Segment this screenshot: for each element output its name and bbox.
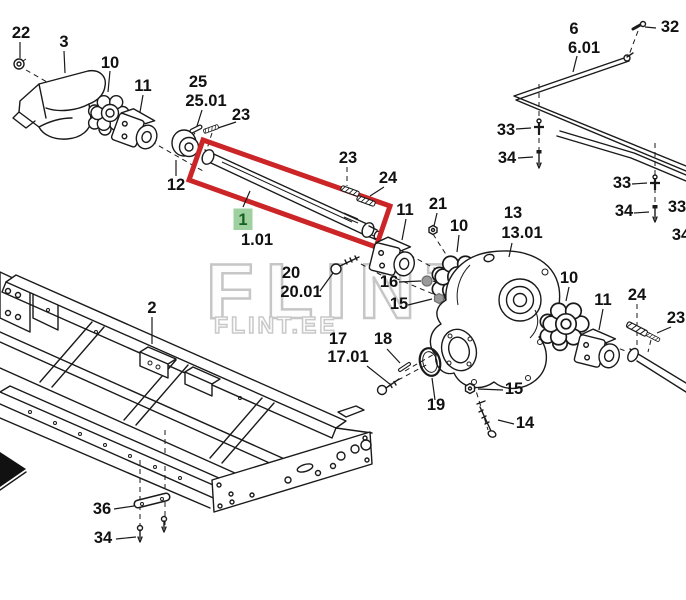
- part-gearbox-13[interactable]: [429, 250, 561, 389]
- part-strap-36[interactable]: [133, 492, 171, 509]
- part-bolt-16[interactable]: [421, 275, 433, 287]
- part-label-11-22[interactable]: 11: [396, 201, 413, 219]
- part-label-15-35[interactable]: 15: [505, 380, 523, 398]
- part-bolt-20[interactable]: [330, 255, 360, 275]
- part-clip-32[interactable]: [631, 20, 647, 31]
- part-label-17.01-32[interactable]: 17.01: [327, 348, 368, 366]
- part-label-1-8[interactable]: 1: [238, 211, 247, 229]
- part-bolt-14[interactable]: [476, 400, 497, 438]
- part-label-20.01-28[interactable]: 20.01: [280, 283, 321, 301]
- part-label-3-1[interactable]: 3: [59, 33, 68, 51]
- part-fitting-33-first[interactable]: [534, 118, 544, 135]
- part-label-34-17[interactable]: 34: [498, 149, 517, 167]
- part-label-13.01-26[interactable]: 13.01: [501, 224, 542, 242]
- part-bolt-34-bottom[interactable]: [136, 515, 168, 543]
- part-label-12-7[interactable]: 12: [167, 176, 185, 194]
- part-label-25-4[interactable]: 25: [189, 73, 207, 91]
- part-label-32-15[interactable]: 32: [661, 18, 679, 36]
- part-label-19-34[interactable]: 19: [427, 396, 445, 414]
- part-pin-25[interactable]: [189, 124, 203, 134]
- part-guard-3[interactable]: [12, 69, 106, 140]
- part-label-16-29[interactable]: 16: [380, 273, 398, 291]
- part-pin-18[interactable]: [398, 362, 411, 372]
- part-label-6-13[interactable]: 6: [569, 20, 578, 38]
- part-label-33-18[interactable]: 33: [613, 174, 631, 192]
- part-label-24-11[interactable]: 24: [379, 169, 398, 187]
- part-nut-21[interactable]: [428, 224, 438, 236]
- part-label-11-38[interactable]: 11: [594, 291, 611, 309]
- part-key-23-mid[interactable]: [339, 184, 361, 198]
- part-bolt-34-second[interactable]: [652, 205, 658, 223]
- part-label-21-23[interactable]: 21: [429, 195, 447, 213]
- part-label-33-20[interactable]: 33: [668, 198, 686, 216]
- part-label-34-21[interactable]: 34: [672, 226, 686, 244]
- part-label-6.01-14[interactable]: 6.01: [568, 39, 600, 57]
- part-label-10-2[interactable]: 10: [101, 54, 119, 72]
- highlighted-label-box: [233, 208, 253, 230]
- part-rod-6[interactable]: [513, 52, 686, 182]
- leader-lines: [19, 26, 672, 540]
- part-label-13-25[interactable]: 13: [504, 204, 522, 222]
- part-shaft-right[interactable]: [626, 347, 686, 393]
- part-label-10-37[interactable]: 10: [560, 269, 578, 287]
- part-label-2-12[interactable]: 2: [147, 299, 156, 317]
- part-oring-19[interactable]: [417, 346, 443, 378]
- part-label-23-6[interactable]: 23: [232, 106, 250, 124]
- part-label-11-3[interactable]: 11: [134, 77, 151, 95]
- part-label-34-42[interactable]: 34: [94, 529, 113, 547]
- part-label-23-10[interactable]: 23: [339, 149, 357, 167]
- part-label-33-16[interactable]: 33: [497, 121, 515, 139]
- part-key-23-left[interactable]: [202, 123, 220, 135]
- part-label-36-41[interactable]: 36: [93, 500, 111, 518]
- part-label-14-36[interactable]: 14: [516, 414, 535, 432]
- part-nut-15-second[interactable]: [464, 382, 476, 395]
- part-bolt-34-first[interactable]: [536, 150, 542, 169]
- part-label-22-0[interactable]: 22: [12, 24, 30, 42]
- watermark-url: FLINT.EE: [213, 311, 338, 339]
- part-key-23-right[interactable]: [645, 331, 661, 343]
- part-corner-plate[interactable]: [0, 452, 27, 491]
- part-label-20-27[interactable]: 20: [282, 264, 300, 282]
- part-label-10-24[interactable]: 10: [450, 217, 468, 235]
- part-fitting-33-second[interactable]: [650, 174, 660, 190]
- part-bolt-17[interactable]: [376, 378, 400, 396]
- part-nut-15-first[interactable]: [433, 292, 445, 305]
- part-snap-ring-22[interactable]: [13, 58, 27, 70]
- part-label-1.01-9[interactable]: 1.01: [241, 231, 273, 249]
- part-label-18-33[interactable]: 18: [374, 330, 392, 348]
- part-label-34-19[interactable]: 34: [615, 202, 634, 220]
- part-label-23-40[interactable]: 23: [667, 309, 685, 327]
- part-bushing-12[interactable]: [171, 129, 200, 158]
- part-label-25.01-5[interactable]: 25.01: [185, 92, 226, 110]
- part-frame[interactable]: [0, 271, 373, 513]
- part-label-15-30[interactable]: 15: [390, 295, 408, 313]
- part-label-17-31[interactable]: 17: [329, 330, 347, 348]
- watermark-logo: FLINT: [205, 246, 487, 337]
- part-label-24-39[interactable]: 24: [628, 286, 647, 304]
